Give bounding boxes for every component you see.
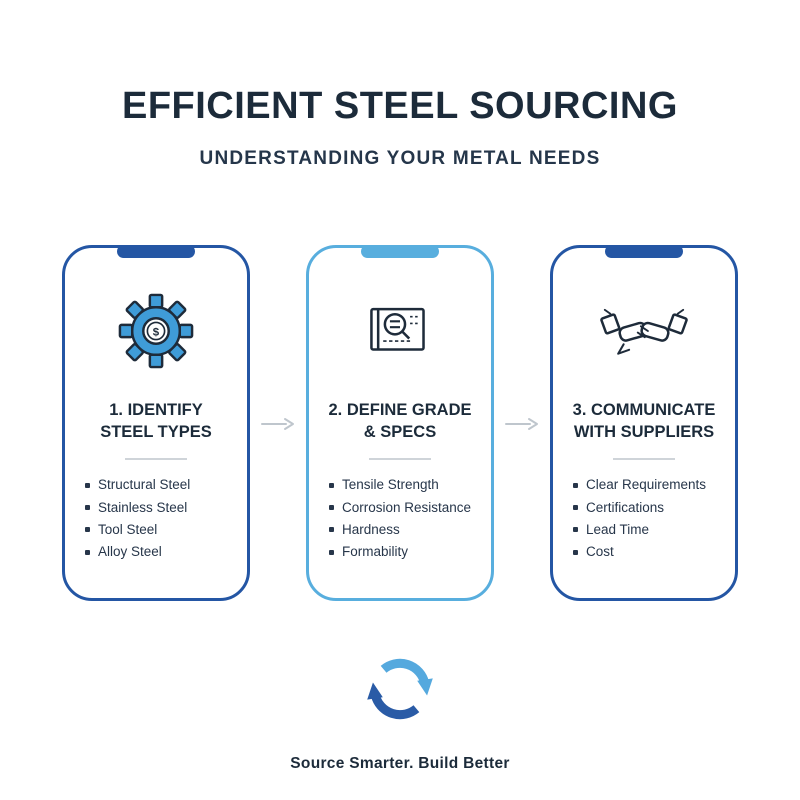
item-label: Certifications bbox=[586, 499, 665, 515]
item-label: Tool Steel bbox=[98, 521, 158, 537]
page-subtitle: UNDERSTANDING YOUR METAL NEEDS bbox=[199, 147, 601, 169]
blueprint-magnifier-icon bbox=[370, 307, 425, 351]
step-title: 3. COMMUNICATE WITH SUPPLIERS bbox=[572, 400, 716, 441]
bullet-icon bbox=[573, 505, 578, 511]
list-item: Corrosion Resistance bbox=[329, 497, 483, 519]
step-title: 1. IDENTIFY STEEL TYPES bbox=[100, 400, 212, 441]
list-item: Hardness bbox=[329, 519, 483, 541]
bullet-icon bbox=[85, 505, 90, 511]
list-item: Structural Steel bbox=[85, 474, 239, 496]
card-icon-area bbox=[553, 288, 735, 374]
tagline: Source Smarter. Build Better bbox=[290, 754, 510, 772]
list-item: Cost bbox=[573, 541, 727, 563]
list-item: Certifications bbox=[573, 497, 727, 519]
list-item: Tool Steel bbox=[85, 519, 239, 541]
item-label: Formability bbox=[342, 544, 409, 560]
dollar-symbol: $ bbox=[153, 326, 160, 338]
item-label: Cost bbox=[586, 544, 614, 560]
item-label: Tensile Strength bbox=[342, 477, 439, 493]
arrow-right-icon bbox=[261, 417, 294, 430]
item-label: Clear Requirements bbox=[586, 477, 707, 493]
step-card-define: 2. DEFINE GRADE & SPECS Tensile Strength… bbox=[306, 244, 494, 601]
title-divider bbox=[369, 458, 431, 461]
item-label: Hardness bbox=[342, 521, 400, 537]
arrow-right-icon bbox=[505, 417, 538, 430]
cycle-arrows-icon bbox=[367, 658, 433, 719]
card-item-list: Clear Requirements Certifications Lead T… bbox=[553, 474, 735, 563]
list-item: Formability bbox=[329, 541, 483, 563]
bullet-icon bbox=[85, 527, 90, 533]
step-card-communicate: 3. COMMUNICATE WITH SUPPLIERS Clear Requ… bbox=[550, 244, 738, 601]
steps-row: $ 1. IDENTIFY STEEL TYPES Structural Ste… bbox=[0, 244, 800, 601]
item-label: Structural Steel bbox=[98, 477, 191, 493]
page-title: EFFICIENT STEEL SOURCING bbox=[121, 85, 678, 127]
item-label: Alloy Steel bbox=[98, 544, 162, 560]
bullet-icon bbox=[85, 549, 90, 555]
item-label: Stainless Steel bbox=[98, 499, 188, 515]
step-card-identify: $ 1. IDENTIFY STEEL TYPES Structural Ste… bbox=[62, 244, 250, 601]
item-label: Corrosion Resistance bbox=[342, 499, 472, 515]
handshake-icon bbox=[600, 308, 688, 355]
title-divider bbox=[613, 458, 675, 461]
card-notch bbox=[117, 244, 195, 258]
bullet-icon bbox=[573, 482, 578, 488]
title-divider bbox=[125, 458, 187, 461]
bullet-icon bbox=[329, 549, 334, 555]
bullet-icon bbox=[573, 527, 578, 533]
footer: Source Smarter. Build Better bbox=[0, 648, 800, 773]
header: EFFICIENT STEEL SOURCING UNDERSTANDING Y… bbox=[0, 0, 800, 170]
bullet-icon bbox=[85, 482, 90, 488]
card-notch bbox=[605, 244, 683, 258]
item-label: Lead Time bbox=[586, 521, 650, 537]
card-icon-area: $ bbox=[65, 288, 247, 374]
card-item-list: Structural Steel Stainless Steel Tool St… bbox=[65, 474, 247, 563]
bullet-icon bbox=[573, 549, 578, 555]
gear-dollar-icon: $ bbox=[118, 293, 194, 369]
card-notch bbox=[361, 244, 439, 258]
list-item: Clear Requirements bbox=[573, 474, 727, 496]
card-icon-area bbox=[309, 288, 491, 374]
card-item-list: Tensile Strength Corrosion Resistance Ha… bbox=[309, 474, 491, 563]
list-item: Alloy Steel bbox=[85, 541, 239, 563]
bullet-icon bbox=[329, 527, 334, 533]
bullet-icon bbox=[329, 482, 334, 488]
step-title: 2. DEFINE GRADE & SPECS bbox=[328, 400, 472, 441]
list-item: Lead Time bbox=[573, 519, 727, 541]
list-item: Stainless Steel bbox=[85, 497, 239, 519]
list-item: Tensile Strength bbox=[329, 474, 483, 496]
bullet-icon bbox=[329, 505, 334, 511]
